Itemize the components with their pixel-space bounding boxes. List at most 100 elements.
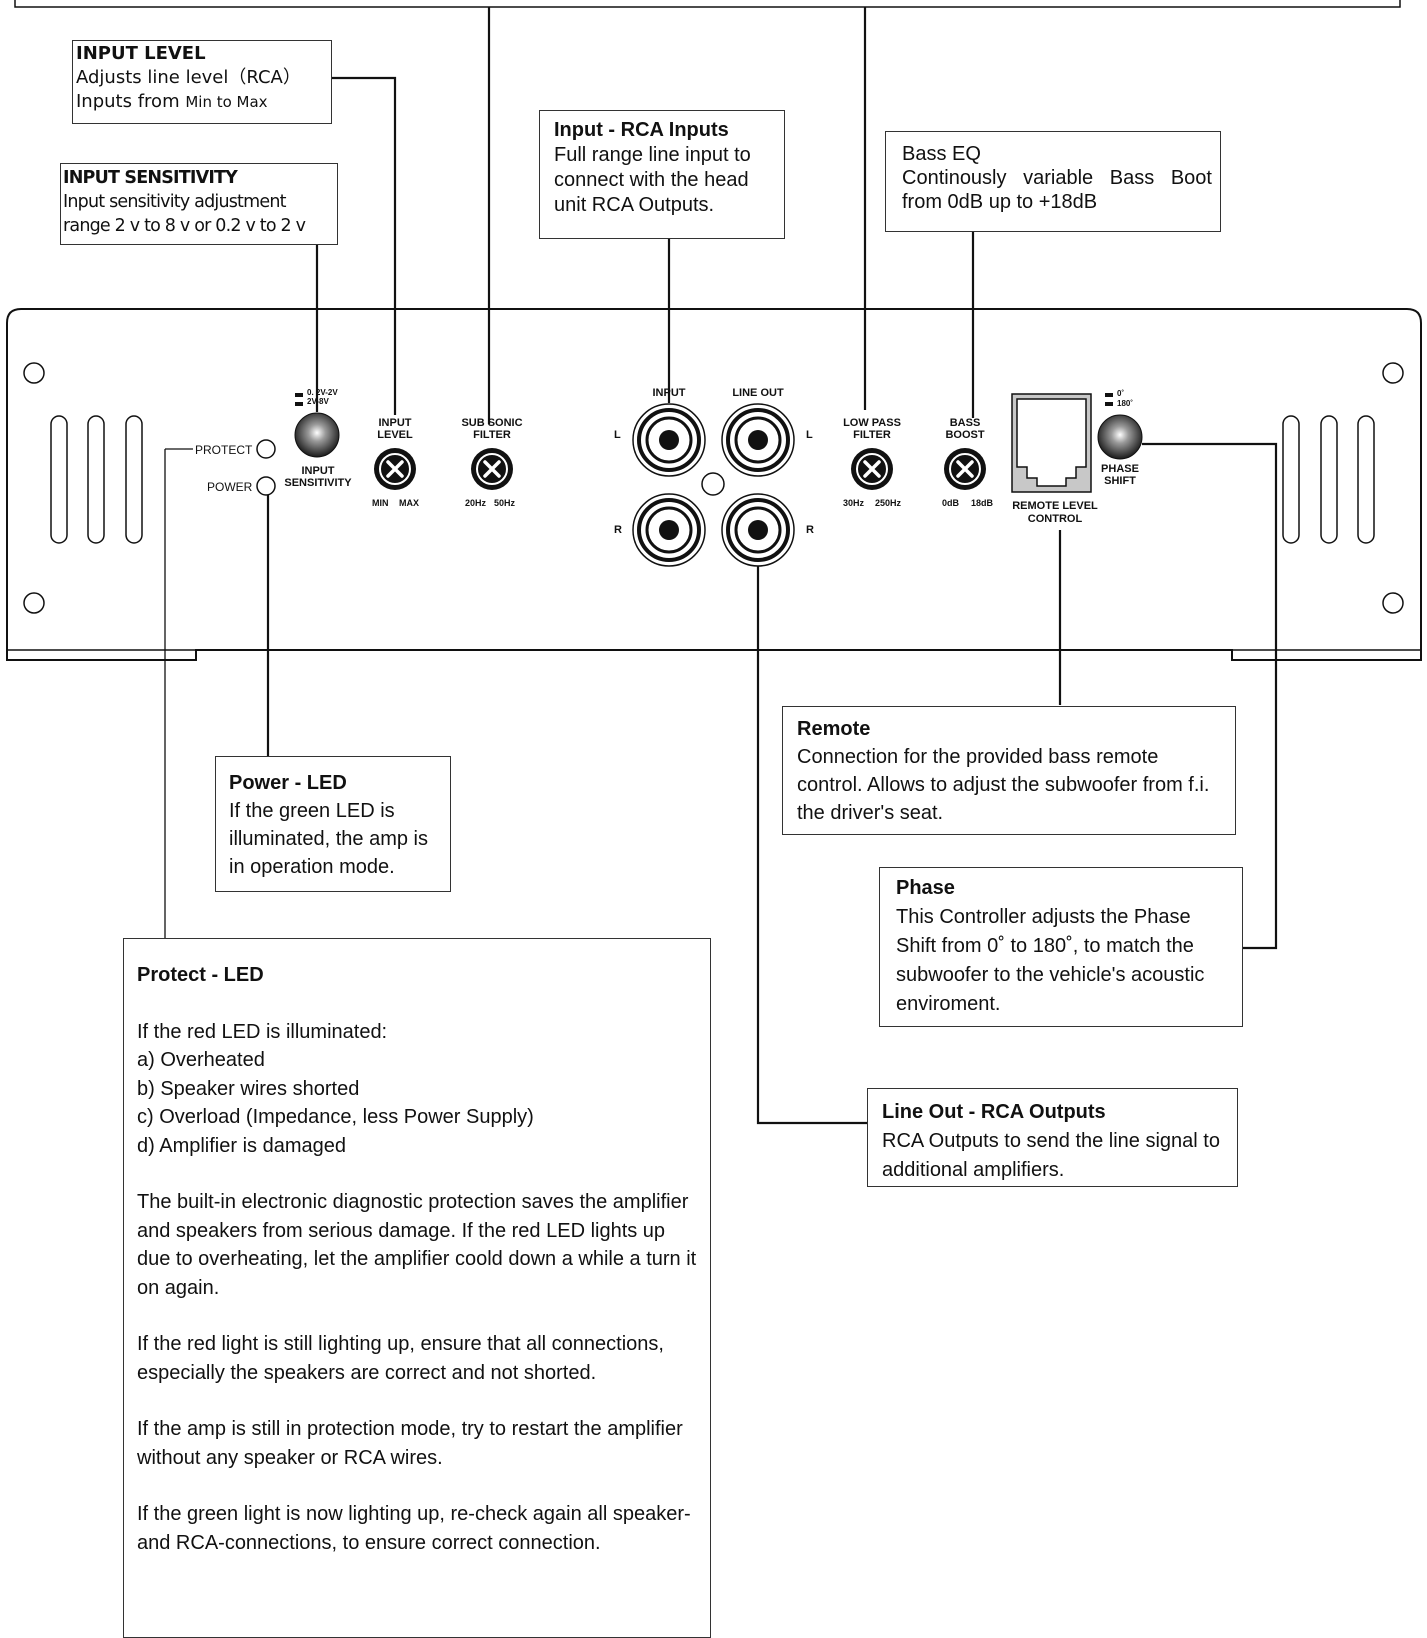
protect-led-label: PROTECT: [195, 443, 253, 457]
power-led-label: POWER: [207, 480, 253, 494]
remote-label-1: REMOTE LEVEL: [1012, 500, 1098, 512]
input-sensitivity-label-2: SENSITIVITY: [284, 477, 352, 489]
rca-input-label: INPUT: [652, 387, 686, 399]
callout-bass-eq-body: Continously variable Bass Boot from 0dB …: [902, 167, 1212, 213]
mounting-hole: [23, 362, 45, 384]
vent-slot: [1320, 415, 1338, 544]
mounting-hole: [1382, 362, 1404, 384]
callout-input-level-line2b: Min to Max: [185, 93, 268, 111]
phase-shift-label-2: SHIFT: [1104, 475, 1136, 487]
rca-line-out-right: [721, 493, 795, 567]
callout-input-level-line2a: Inputs from: [76, 91, 186, 112]
callout-input-sensitivity: INPUT SENSITIVITY Input sensitivity adju…: [60, 163, 338, 245]
subsonic-label-2: FILTER: [473, 429, 511, 441]
protect-paragraph: The built-in electronic diagnostic prote…: [137, 1191, 697, 1299]
remote-label-2: CONTROL: [1027, 513, 1083, 525]
rca-center-hole: [701, 472, 725, 496]
phase-shift-label-1: PHASE: [1101, 463, 1139, 475]
low-pass-filter-knob: [851, 448, 893, 490]
callout-input-sensitivity-title: INPUT SENSITIVITY: [63, 168, 238, 188]
mounting-hole: [1382, 592, 1404, 614]
callout-rca-inputs-title: Input - RCA Inputs: [554, 119, 729, 141]
subsonic-filter-knob: [471, 448, 513, 490]
low-pass-max: 250Hz: [875, 498, 902, 508]
vent-slot: [125, 415, 143, 544]
bass-boost-max: 18dB: [971, 498, 994, 508]
vent-slot: [1282, 415, 1300, 544]
switch-position-marker: [1105, 393, 1113, 397]
callout-input-level: INPUT LEVEL Adjusts line level（RCA） Inpu…: [72, 40, 332, 124]
callout-power-led-title: Power - LED: [229, 772, 347, 794]
low-pass-label-2: FILTER: [853, 429, 891, 441]
rca-line-out-left: [721, 403, 795, 477]
callout-input-sensitivity-line1: Input sensitivity adjustment: [63, 192, 286, 212]
bass-boost-knob: [944, 448, 986, 490]
vent-slot: [87, 415, 105, 544]
input-sensitivity-label-1: INPUT: [301, 465, 335, 477]
switch-position-marker: [1105, 402, 1113, 406]
callout-remote-body: Connection for the provided bass remote …: [797, 746, 1210, 824]
protect-cause-item: c) Overload (Impedance, less Power Suppl…: [137, 1106, 534, 1128]
callout-power-led-body: If the green LED is illuminated, the amp…: [229, 800, 428, 878]
callout-protect-led-title: Protect - LED: [137, 964, 264, 986]
protect-cause-item: d) Amplifier is damaged: [137, 1134, 346, 1157]
switch-position-marker: [295, 393, 303, 397]
wire-phase: [1142, 442, 1278, 950]
input-level-label-1: INPUT: [378, 417, 412, 429]
callout-line-out: Line Out - RCA Outputs RCA Outputs to se…: [867, 1088, 1238, 1187]
low-pass-label-1: LOW PASS: [843, 417, 901, 429]
subsonic-label-1: SUB SONIC: [461, 417, 523, 429]
input-sensitivity-switch: [294, 412, 340, 458]
callout-remote-title: Remote: [797, 718, 871, 740]
sensitivity-option-high: 2V-8V: [307, 397, 329, 406]
rca-input-right-channel: R: [614, 524, 622, 536]
callout-bass-eq-title: Bass EQ: [902, 143, 981, 165]
sensitivity-option-low: 0. 2V-2V: [307, 388, 338, 397]
phase-shift-switch: [1097, 414, 1143, 460]
protect-paragraph: If the red light is still lighting up, e…: [137, 1333, 664, 1384]
bass-boost-min: 0dB: [942, 498, 960, 508]
protect-cause-item: a) Overheated: [137, 1049, 265, 1071]
callout-rca-inputs-body: Full range line input to connect with th…: [554, 144, 751, 216]
input-level-min: MIN: [372, 498, 389, 508]
switch-position-marker: [295, 402, 303, 406]
vent-slot: [50, 415, 68, 544]
power-led: [256, 476, 276, 496]
remote-level-port: [1011, 393, 1092, 493]
vent-slot: [1357, 415, 1375, 544]
callout-line-out-title: Line Out - RCA Outputs: [882, 1101, 1106, 1123]
callout-phase: Phase This Controller adjusts the Phase …: [879, 867, 1243, 1027]
bass-boost-label-2: BOOST: [945, 429, 985, 441]
callout-phase-title: Phase: [896, 877, 955, 899]
rca-input-left: [632, 403, 706, 477]
rca-input-left-channel: L: [614, 429, 621, 441]
phase-option-0: 0˚: [1117, 389, 1125, 398]
callout-input-sensitivity-line2: range 2 v to 8 v or 0.2 v to 2 v: [63, 216, 306, 236]
callout-input-level-title: INPUT LEVEL: [76, 43, 206, 64]
callout-line-out-body: RCA Outputs to send the line signal to a…: [882, 1130, 1220, 1181]
rca-input-right: [632, 493, 706, 567]
input-level-knob: [374, 448, 416, 490]
top-bracket-line: [14, 0, 1401, 8]
callout-bass-eq: Bass EQ Continously variable Bass Boot f…: [885, 131, 1221, 232]
wire-input-level: [331, 76, 397, 415]
rca-out-right-channel: R: [806, 524, 814, 536]
wire-line-out: [756, 566, 867, 1125]
input-level-label-2: LEVEL: [377, 429, 413, 441]
protect-cause-item: b) Speaker wires shorted: [137, 1077, 360, 1100]
protect-led: [256, 439, 276, 459]
protect-paragraph: If the green light is now lighting up, r…: [137, 1503, 691, 1554]
callout-protect-led: Protect - LED If the red LED is illumina…: [123, 938, 711, 1638]
protect-paragraph: If the amp is still in protection mode, …: [137, 1418, 683, 1469]
callout-protect-led-intro: If the red LED is illuminated:: [137, 1020, 388, 1043]
callout-rca-inputs: Input - RCA Inputs Full range line input…: [539, 110, 785, 239]
callout-input-level-line1: Adjusts line level（RCA）: [76, 67, 301, 88]
rca-out-left-channel: L: [806, 429, 813, 441]
phase-option-180: 180˚: [1117, 399, 1134, 408]
subsonic-max: 50Hz: [494, 498, 516, 508]
callout-remote: Remote Connection for the provided bass …: [782, 706, 1236, 835]
callout-phase-body: This Controller adjusts the Phase Shift …: [896, 906, 1205, 1015]
subsonic-min: 20Hz: [465, 498, 487, 508]
